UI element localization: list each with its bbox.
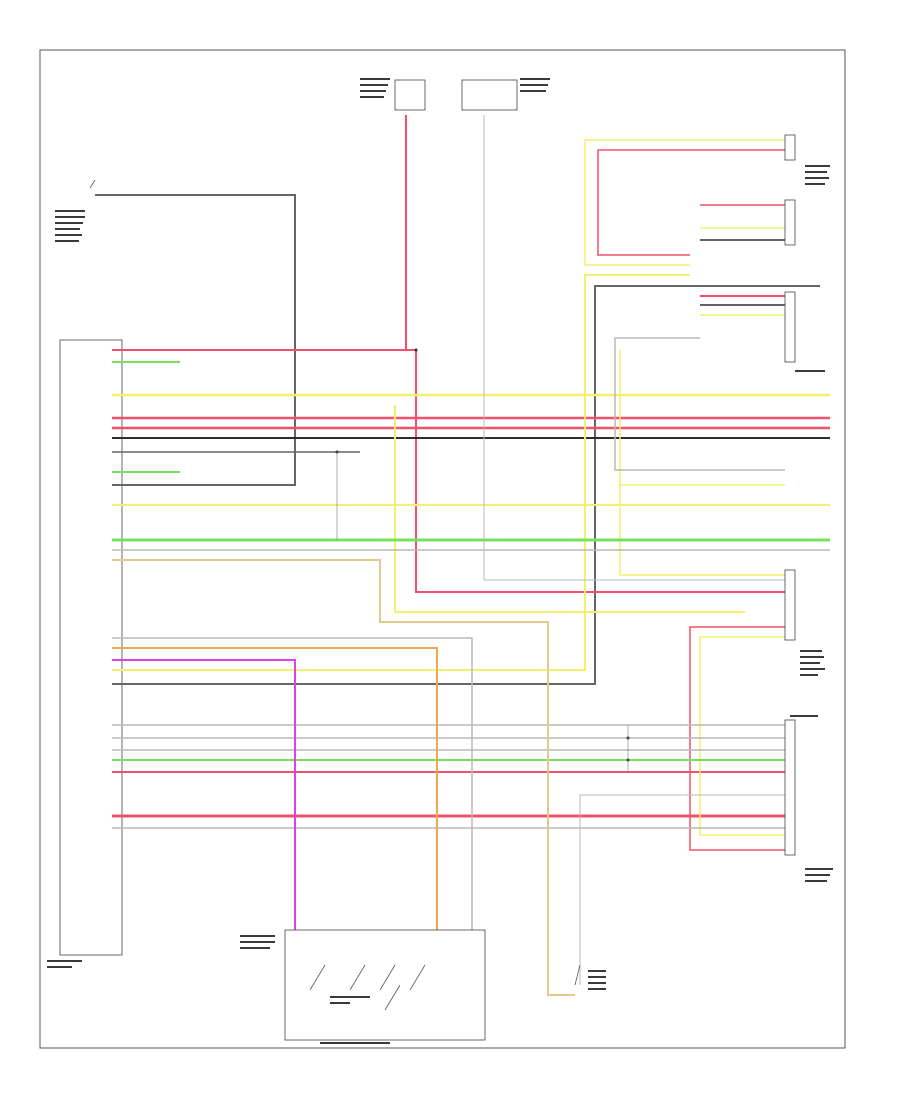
wire-dark-right-drop <box>112 285 820 685</box>
splice-markers <box>335 348 630 772</box>
wire-yellow-4 <box>394 405 745 613</box>
bottom-switch <box>240 929 486 1044</box>
wire-yellow-right-5 <box>619 350 785 576</box>
top-connector-a <box>360 78 426 111</box>
left-switch <box>55 179 96 242</box>
wire-tan-1 <box>112 559 575 996</box>
lower-right-switch <box>574 964 606 990</box>
wire-orange-1 <box>112 647 438 930</box>
wire-gray-top-b <box>483 115 785 581</box>
wire-yellow-right <box>584 139 785 266</box>
wire-magenta-1 <box>112 659 296 930</box>
wire-gray-ecm-right <box>112 637 473 930</box>
wire-red-right-top <box>597 149 785 256</box>
wire-dark-left-switch <box>95 194 296 486</box>
wire-group <box>95 115 830 996</box>
right-connector-d <box>784 715 833 882</box>
right-connector-a <box>784 134 830 185</box>
right-connector-c <box>784 569 825 676</box>
wire-gray-right-lower <box>579 794 785 985</box>
wire-red-top-b <box>406 349 785 593</box>
right-connector-b <box>784 199 825 372</box>
wire-yellow-3 <box>112 274 690 671</box>
wire-gray-right-loop <box>614 337 785 471</box>
top-connector-b <box>461 78 550 111</box>
diagram-border <box>39 49 846 1049</box>
wire-yellow-right-4 <box>699 636 785 836</box>
